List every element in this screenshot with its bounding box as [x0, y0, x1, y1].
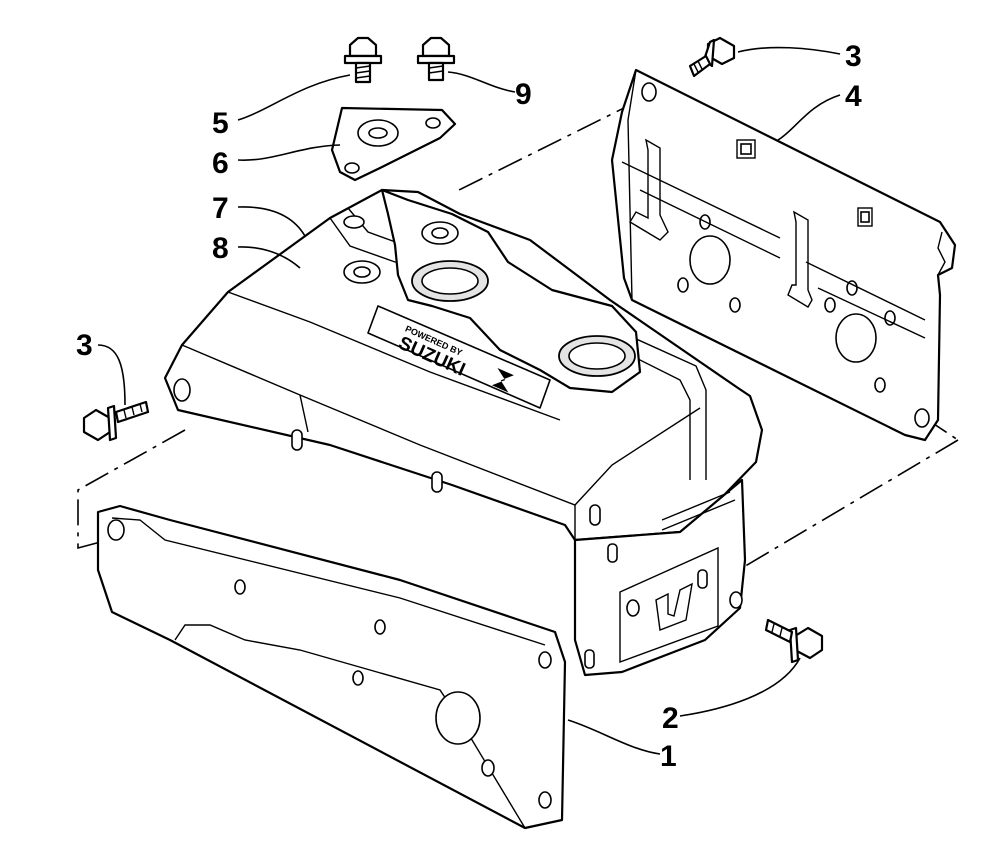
callout-5: 5 [212, 107, 229, 140]
bolt-9 [416, 36, 456, 82]
side-mounting-bracket [573, 478, 747, 677]
triangular-mounting-plate [330, 106, 457, 182]
leader-lines [97, 46, 841, 755]
callout-7: 7 [212, 192, 229, 225]
callout-8: 8 [212, 232, 229, 265]
callout-6: 6 [212, 147, 229, 180]
heat-shield-top-dome [343, 188, 642, 394]
callout-2: 2 [662, 702, 679, 735]
lower-mounting-bracket [96, 504, 567, 830]
rear-heat-shield-plate [610, 68, 957, 442]
bolt-5 [343, 36, 383, 84]
bolt-3-left [82, 400, 150, 442]
bolt-3-upper [688, 36, 736, 78]
callout-3-left: 3 [76, 329, 93, 362]
callout-1: 1 [660, 740, 677, 773]
callout-labels: 1 2 3 3 4 5 6 7 8 9 [76, 40, 862, 773]
suzuki-s-emblem-icon [491, 367, 514, 393]
callout-3-upper: 3 [845, 40, 862, 73]
suzuki-logo-badge: POWERED BY SUZUKI [367, 305, 551, 409]
bolt-2 [764, 618, 824, 664]
callout-9: 9 [515, 78, 532, 111]
callout-4: 4 [845, 80, 862, 113]
